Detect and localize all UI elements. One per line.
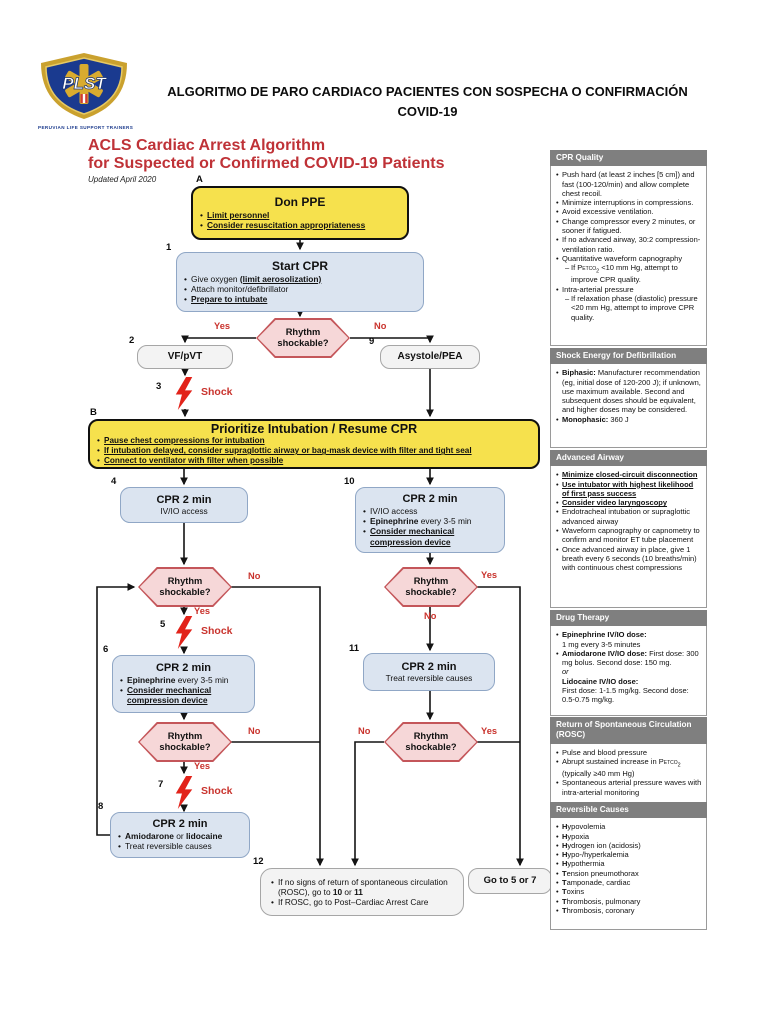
sidebar-section-reversible-causes: Reversible Causes •Hypovolemia•Hypoxia•H… (550, 802, 707, 931)
cpr-2min-10-title: CPR 2 min (402, 493, 458, 506)
rhythm-check-5: Rhythm shockable? (384, 722, 478, 762)
advanced-airway-items: •Minimize closed-circuit disconnection•U… (550, 466, 707, 609)
sidebar-section-drug-therapy: Drug Therapy •Epinephrine IV/IO dose:1 m… (550, 610, 707, 717)
rosc-check-box: •If no signs of return of spontaneous ci… (260, 868, 464, 916)
sidebar-section-advanced-airway: Advanced Airway •Minimize closed-circuit… (550, 450, 707, 609)
vf-pvt-box: VF/pVT (137, 345, 233, 369)
don-ppe-box: Don PPE •Limit personnel•Consider resusc… (191, 186, 409, 240)
rosc-check-bullets: •If no signs of return of spontaneous ci… (271, 876, 448, 908)
step-label-9: 9 (369, 336, 375, 347)
plst-shield-icon: PLST (41, 53, 127, 119)
sidebar-section-rosc: Return of Spontaneous Circulation (ROSC)… (550, 717, 707, 803)
goto-5-or-7-box: Go to 5 or 7 (468, 868, 552, 894)
cpr-2min-11-title: CPR 2 min (401, 660, 457, 673)
cpr-quality-header: CPR Quality (550, 150, 707, 167)
cpr-quality-items: •Push hard (at least 2 inches [5 cm]) an… (550, 166, 707, 347)
advanced-airway-header: Advanced Airway (550, 450, 707, 467)
no-label-3: No (424, 611, 437, 621)
step-label-2: 2 (129, 335, 135, 346)
yes-label-4: Yes (194, 761, 211, 771)
cpr-2min-box-10: CPR 2 min •IV/IO access•Epinephrine ever… (355, 487, 505, 553)
cpr-2min-11-subtitle: Treat reversible causes (385, 673, 473, 684)
step-label-3: 3 (156, 381, 162, 392)
rosc-items: •Pulse and blood pressure•Abrupt sustain… (550, 743, 707, 803)
don-ppe-title: Don PPE (274, 194, 326, 209)
no-label-4: No (248, 726, 261, 736)
shock-energy-items: •Biphasic: Manufacturer recommendation (… (550, 364, 707, 449)
no-label-1: No (374, 321, 387, 331)
cpr-2min-box-6: CPR 2 min •Epinephrine every 3-5 min•Con… (112, 655, 255, 713)
cpr-2min-box-4: CPR 2 min IV/IO access (120, 487, 248, 523)
cpr-2min-6-bullets: •Epinephrine every 3-5 min•Consider mech… (120, 674, 229, 706)
drug-therapy-items: •Epinephrine IV/IO dose:1 mg every 3-5 m… (550, 626, 707, 717)
sidebar-section-shock-energy: Shock Energy for Defibrillation •Biphasi… (550, 348, 707, 449)
asystole-pea-box: Asystole/PEA (380, 345, 480, 369)
cpr-2min-8-title: CPR 2 min (152, 818, 208, 831)
document-title: ALGORITMO DE PARO CARDIACO PACIENTES CON… (140, 82, 715, 121)
cpr-2min-10-bullets: •IV/IO access•Epinephrine every 3-5 min•… (363, 505, 472, 547)
prioritize-intubation-title: Prioritize Intubation / Resume CPR (210, 421, 418, 436)
cpr-2min-6-title: CPR 2 min (155, 662, 211, 675)
cpr-2min-4-title: CPR 2 min (156, 493, 212, 506)
vf-pvt-title: VF/pVT (167, 351, 203, 363)
updated-date: Updated April 2020 (88, 175, 157, 184)
shock-energy-header: Shock Energy for Defibrillation (550, 348, 707, 365)
logo-subtitle: PERUVIAN LIFE SUPPORT TRAINERS (38, 125, 134, 130)
yes-label-2: Yes (194, 606, 211, 616)
sidebar-section-cpr-quality: CPR Quality •Push hard (at least 2 inche… (550, 150, 707, 347)
step-label-4: 4 (111, 476, 117, 487)
drug-therapy-header: Drug Therapy (550, 610, 707, 627)
shock-label-7: Shock (201, 785, 233, 797)
don-ppe-bullets: •Limit personnel•Consider resuscitation … (200, 209, 366, 230)
shock-lightning-icon-7 (175, 776, 193, 809)
svg-text:PLST: PLST (62, 74, 107, 93)
shock-lightning-icon-3 (175, 377, 193, 410)
no-label-5: No (358, 726, 371, 736)
step-label-A: A (196, 174, 203, 185)
cpr-2min-box-8: CPR 2 min •Amiodarone or lidocaine•Treat… (110, 812, 250, 858)
algorithm-title-line1: ACLS Cardiac Arrest Algorithm (88, 137, 326, 154)
yes-label-1: Yes (214, 321, 231, 331)
start-cpr-bullets: •Give oxygen (limit aerosolization)•Atta… (184, 273, 322, 305)
rhythm-check-2: Rhythm shockable? (138, 567, 232, 607)
step-label-8: 8 (98, 801, 104, 812)
rosc-header: Return of Spontaneous Circulation (ROSC) (550, 717, 707, 744)
yes-label-5: Yes (481, 726, 498, 736)
rhythm-line2: shockable? (277, 338, 329, 348)
document-title-line1: ALGORITMO DE PARO CARDIACO PACIENTES CON… (167, 84, 688, 99)
plst-logo: PLST PERUVIAN LIFE SUPPORT TRAINERS (38, 52, 134, 130)
step-label-6: 6 (103, 644, 109, 655)
rhythm-line1: Rhythm (285, 327, 321, 338)
prioritize-intubation-box: Prioritize Intubation / Resume CPR •Paus… (88, 419, 540, 469)
start-cpr-title: Start CPR (271, 258, 328, 273)
shock-label-3: Shock (201, 386, 233, 398)
no-label-2: No (248, 571, 261, 581)
start-cpr-box: Start CPR •Give oxygen (limit aerosoliza… (176, 252, 424, 312)
document-title-line2: COVID-19 (397, 103, 458, 119)
step-label-7: 7 (158, 779, 164, 790)
step-label-5: 5 (160, 619, 166, 630)
step-label-11: 11 (349, 643, 360, 654)
step-label-1: 1 (166, 242, 172, 253)
rhythm-check-3: Rhythm shockable? (384, 567, 478, 607)
algorithm-title: ACLS Cardiac Arrest Algorithm for Suspec… (88, 137, 508, 173)
reversible-causes-items: •Hypovolemia•Hypoxia•Hydrogen ion (acido… (550, 818, 707, 931)
yes-label-3: Yes (481, 570, 498, 580)
cpr-2min-4-subtitle: IV/IO access (160, 506, 208, 517)
reversible-causes-header: Reversible Causes (550, 802, 707, 819)
prioritize-intubation-bullets: •Pause chest compressions for intubation… (97, 436, 472, 466)
cpr-2min-8-bullets: •Amiodarone or lidocaine•Treat reversibl… (118, 831, 223, 852)
rhythm-check-4: Rhythm shockable? (138, 722, 232, 762)
step-label-12: 12 (253, 856, 264, 867)
asystole-pea-title: Asystole/PEA (397, 351, 463, 363)
goto-5-or-7-label: Go to 5 or 7 (483, 874, 537, 886)
shock-label-5: Shock (201, 625, 233, 637)
rhythm-check-1: Rhythm shockable? (256, 318, 350, 358)
step-label-10: 10 (344, 476, 355, 487)
cpr-2min-box-11: CPR 2 min Treat reversible causes (363, 653, 495, 691)
step-label-B: B (90, 407, 97, 418)
shock-lightning-icon-5 (175, 616, 193, 649)
algorithm-title-line2: for Suspected or Confirmed COVID-19 Pati… (88, 154, 445, 172)
